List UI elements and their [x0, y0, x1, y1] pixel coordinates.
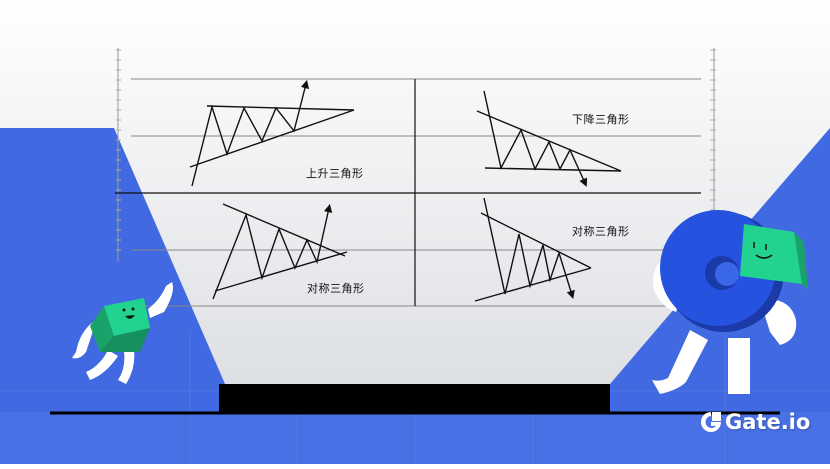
gate-io-logo: Gate.io [699, 410, 810, 434]
chart-board [115, 48, 716, 307]
symmetric-triangle-right-label: 对称三角形 [572, 225, 630, 238]
descending-triangle-pattern [476, 90, 622, 187]
brand-name: Gate.io [725, 410, 811, 434]
symmetric-triangle-right-pattern [474, 197, 592, 302]
left-blue-wedge [0, 128, 225, 464]
gate-g-mascot [652, 210, 808, 394]
stage-platform [219, 384, 610, 414]
gate-logo-icon [701, 412, 721, 432]
green-cube-mascot [72, 282, 173, 384]
descending-triangle-label: 下降三角形 [572, 113, 630, 126]
ascending-triangle-pattern [189, 79, 355, 187]
symmetric-triangle-left-pattern [212, 203, 348, 300]
symmetric-triangle-left-label: 对称三角形 [307, 282, 365, 295]
ascending-triangle-label: 上升三角形 [306, 167, 364, 180]
